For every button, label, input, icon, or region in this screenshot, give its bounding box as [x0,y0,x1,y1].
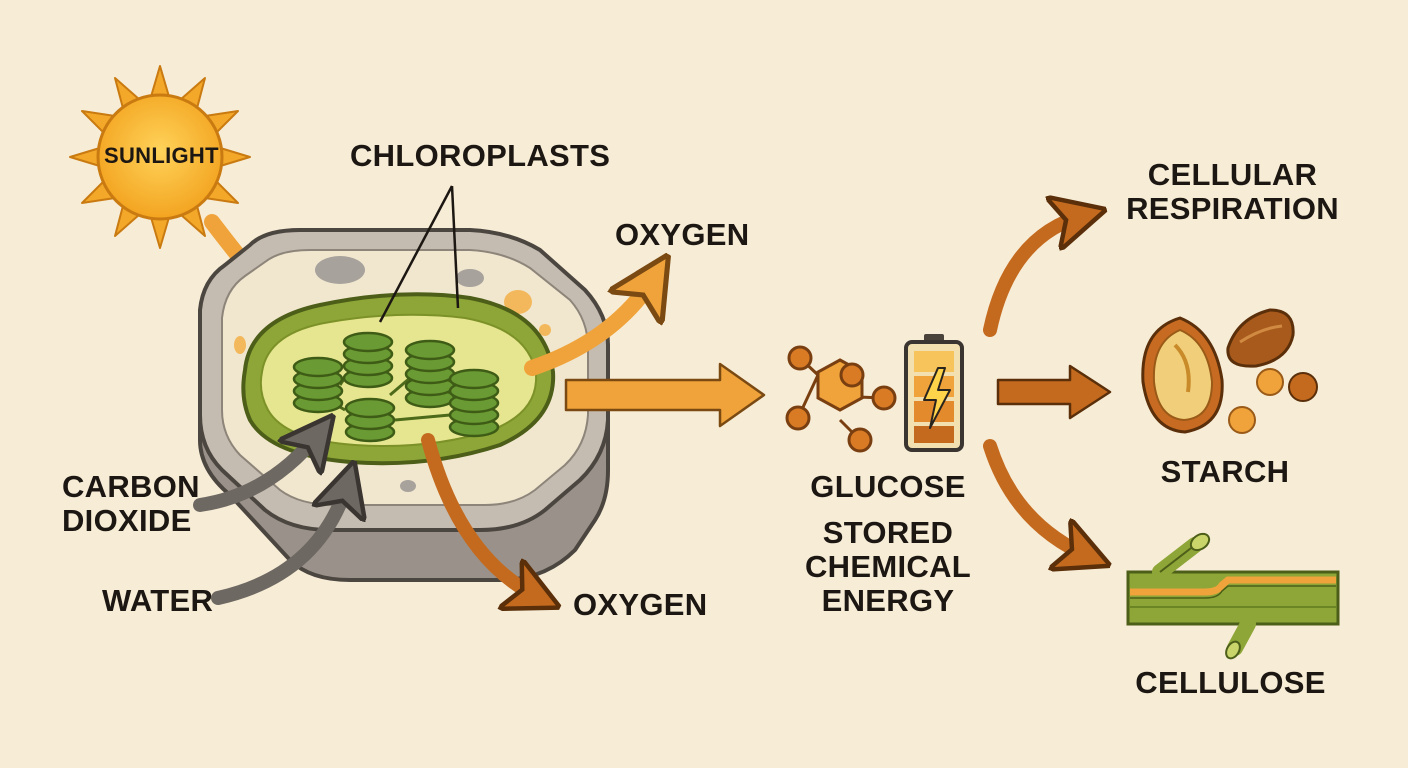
sunlight-label: SUNLIGHT [104,143,219,168]
glucose-molecule-icon [785,345,897,453]
battery-icon [904,334,964,452]
seed-icon [1141,308,1318,434]
carbon-dioxide-label: CARBON DIOXIDE [62,470,200,538]
cellulose-label: CELLULOSE [1135,665,1326,700]
oxygen-bottom-arrow [421,433,540,598]
oxygen-bottom-label: OXYGEN [573,587,708,622]
carbon-dioxide-line1: CARBON [62,469,200,504]
carbon-dioxide-line2: DIOXIDE [62,503,192,538]
glucose-to-starch-arrow [996,364,1112,420]
water-label: WATER [102,583,214,618]
glucose-label: GLUCOSE [810,469,966,504]
sun-icon [69,65,251,249]
chloroplasts-pointer [378,185,460,323]
stored-line2: CHEMICAL [805,549,971,584]
stored-energy-label: STORED CHEMICAL ENERGY [798,516,978,618]
water-arrow [211,482,348,605]
cellular-line1: CELLULAR [1147,157,1318,192]
carbon-dioxide-arrow [193,432,320,512]
starch-label: STARCH [1160,454,1290,489]
to-respiration-arrow [983,215,1085,337]
cellular-respiration-label: CELLULAR RESPIRATION [1120,158,1345,226]
cellular-line2: RESPIRATION [1126,191,1339,226]
grana-stacks [292,331,500,443]
cell-to-glucose-arrow [564,362,766,428]
oxygen-top-arrow [524,276,655,376]
oxygen-top-label: OXYGEN [615,217,750,252]
stored-line1: STORED [822,515,954,550]
plant-cell-icon [198,228,610,582]
plant-stem-icon [1126,532,1340,660]
stored-line3: ENERGY [821,583,955,618]
to-cellulose-arrow [983,439,1090,557]
chloroplasts-label: CHLOROPLASTS [350,138,611,173]
